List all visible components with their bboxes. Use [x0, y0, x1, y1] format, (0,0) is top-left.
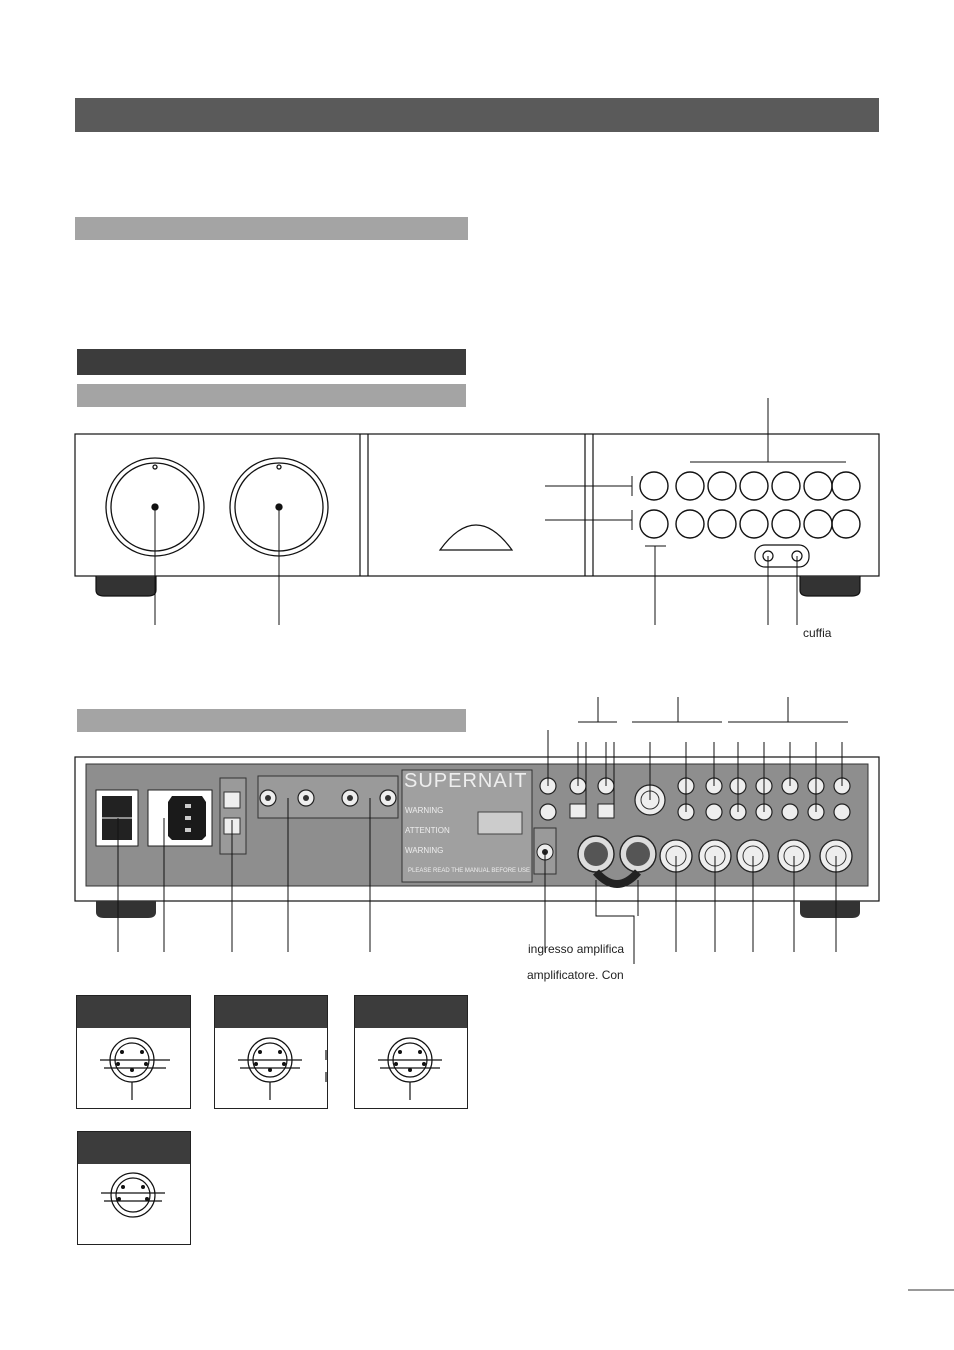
din-box-3 [354, 995, 468, 1109]
din-box-2 [214, 995, 328, 1109]
section-bar-front-sub [77, 384, 466, 407]
din-box-2-header [215, 996, 327, 1028]
din-box-4 [77, 1131, 191, 1245]
section-bar-rear [77, 709, 466, 732]
display-window [438, 524, 514, 551]
front-buttons [639, 471, 861, 539]
headphone-socket [754, 544, 810, 568]
section-bar-1 [75, 217, 468, 240]
din-box-1 [76, 995, 191, 1109]
din-box-3-header [355, 996, 467, 1028]
power-amp-link-label: amplificatore. Con [527, 968, 624, 982]
power-amp-input-label: ingresso amplifica [528, 942, 625, 956]
rear-panel-diagram [74, 697, 880, 964]
rear-brand: SUPERNAIT [404, 770, 528, 792]
rear-attention: ATTENTION [405, 826, 450, 835]
din-box-4-header [78, 1132, 190, 1164]
rear-warning-1: WARNING [405, 806, 444, 815]
rear-read-manual: PLEASE READ THE MANUAL BEFORE USE [408, 868, 531, 874]
section-bar-front-title [77, 349, 466, 375]
page-header-bar [75, 98, 879, 132]
headphone-label: cuffia [803, 626, 832, 640]
din-box-1-header [77, 996, 190, 1028]
rear-warning-2: WARNING [405, 846, 444, 855]
front-panel-diagram [74, 398, 880, 625]
